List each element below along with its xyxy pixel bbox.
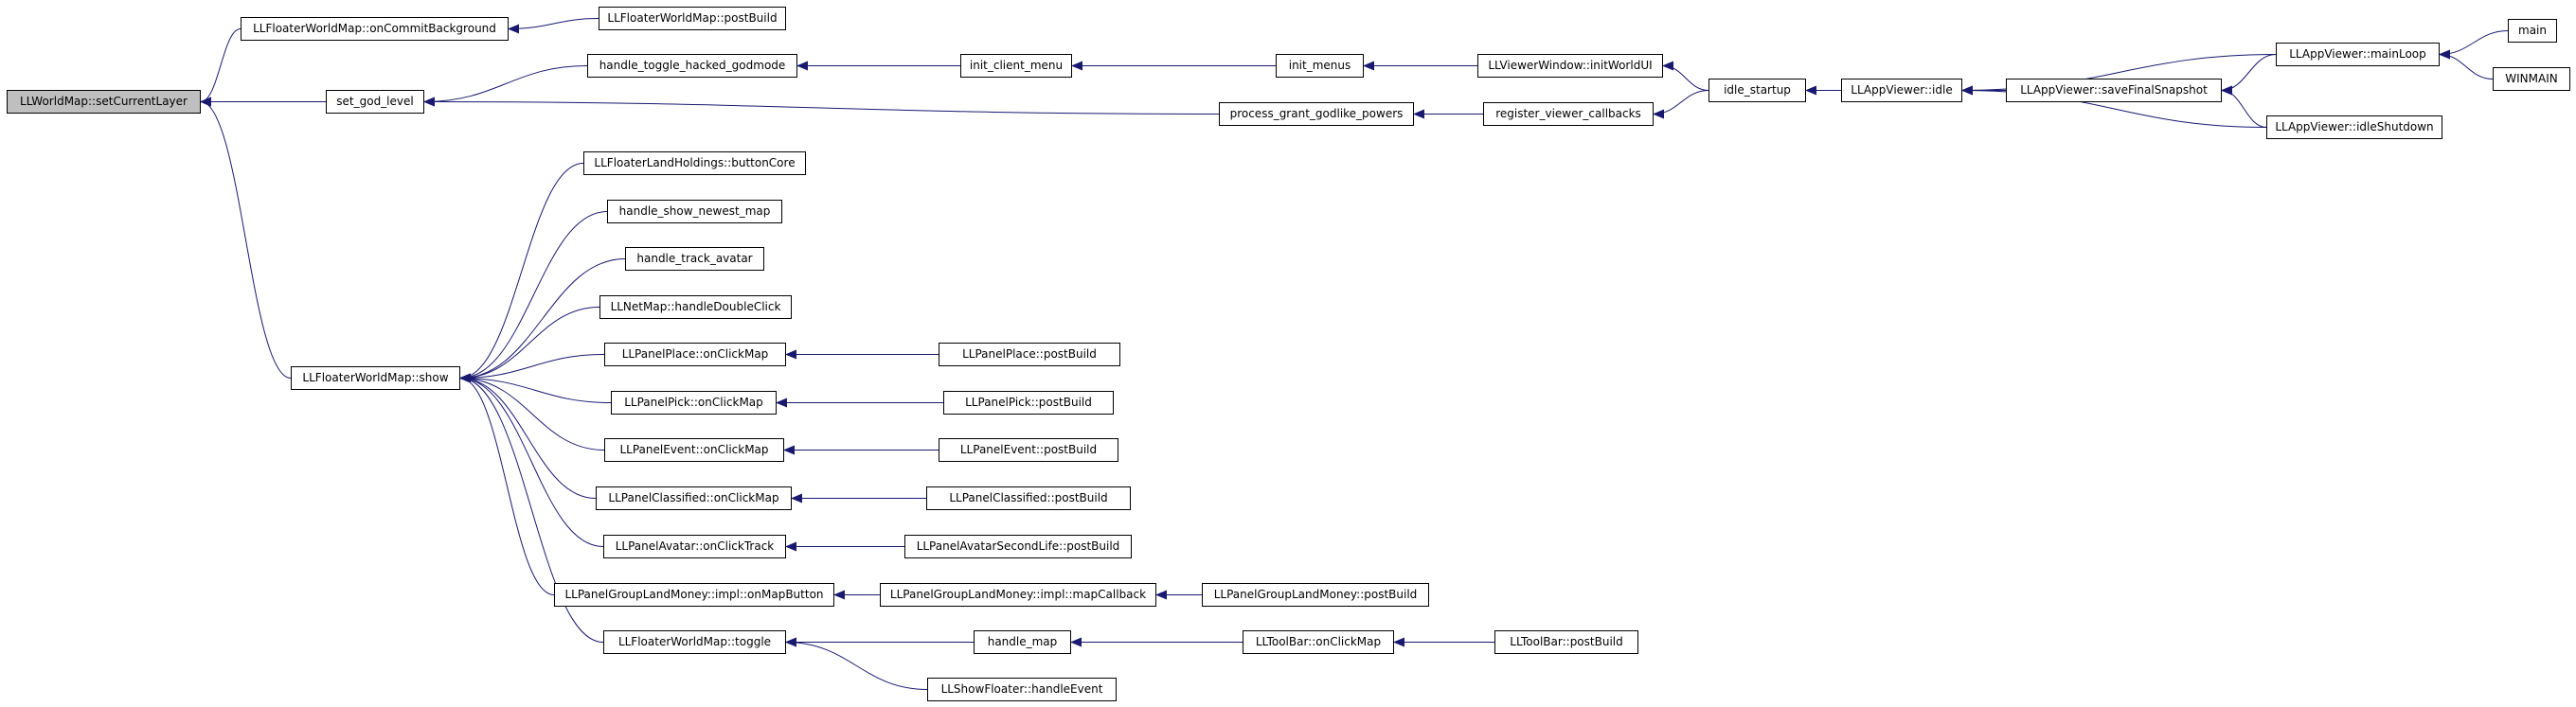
node-onCommitBackground[interactable]: LLFloaterWorldMap::onCommitBackground (241, 17, 509, 41)
node-netmap[interactable]: LLNetMap::handleDoubleClick (599, 295, 792, 319)
node-fwmPostBuild[interactable]: LLFloaterWorldMap::postBuild (599, 7, 786, 30)
edge-pickClick-to-fwmShow (459, 373, 612, 403)
node-avatarTrack[interactable]: LLPanelAvatar::onClickTrack (603, 535, 786, 558)
node-placeClick[interactable]: LLPanelPlace::onClickMap (604, 343, 786, 366)
node-set_god_level[interactable]: set_god_level (326, 90, 424, 114)
node-register_cb[interactable]: register_viewer_callbacks (1483, 102, 1654, 126)
node-initWorldUI[interactable]: LLViewerWindow::initWorldUI (1477, 54, 1663, 78)
node-showFloater[interactable]: LLShowFloater::handleEvent (927, 678, 1117, 701)
node-saveFinalSnapshot[interactable]: LLAppViewer::saveFinalSnapshot (2006, 79, 2222, 102)
node-newest_map[interactable]: handle_show_newest_map (607, 200, 782, 223)
node-WINMAIN[interactable]: WINMAIN (2493, 67, 2570, 91)
edge-WINMAIN-to-mainLoop (2439, 49, 2494, 80)
node-idle_startup[interactable]: idle_startup (1708, 79, 1806, 102)
edge-fwmShow-to-setCurrentLayer (200, 97, 292, 379)
node-init_client_menu[interactable]: init_client_menu (960, 54, 1072, 78)
node-buttonCore[interactable]: LLFloaterLandHoldings::buttonCore (583, 151, 806, 175)
node-init_menus[interactable]: init_menus (1276, 54, 1364, 78)
node-avatarPost[interactable]: LLPanelAvatarSecondLife::postBuild (904, 535, 1132, 558)
node-track_avatar[interactable]: handle_track_avatar (625, 247, 764, 271)
edge-showFloater-to-fwmToggle (785, 637, 928, 690)
node-placePost[interactable]: LLPanelPlace::postBuild (939, 343, 1120, 366)
node-process_grant[interactable]: process_grant_godlike_powers (1219, 102, 1414, 126)
edge-buttonCore-to-fwmShow (459, 163, 584, 383)
node-pickPost[interactable]: LLPanelPick::postBuild (943, 391, 1114, 415)
edge-eventClick-to-fwmShow (459, 373, 605, 451)
edge-handle_toggle-to-set_god_level (423, 65, 588, 107)
node-glmPost[interactable]: LLPanelGroupLandMoney::postBuild (1202, 583, 1429, 607)
node-eventClick[interactable]: LLPanelEvent::onClickMap (604, 438, 784, 462)
edge-avatarTrack-to-fwmShow (459, 373, 604, 547)
node-main[interactable]: main (2508, 19, 2557, 43)
edge-fwmPostBuild-to-onCommitBackground (508, 18, 599, 34)
edge-netmap-to-fwmShow (459, 307, 600, 383)
node-classPost[interactable]: LLPanelClassified::postBuild (926, 486, 1131, 510)
node-glmButton[interactable]: LLPanelGroupLandMoney::impl::onMapButton (554, 583, 834, 607)
edge-placeClick-to-fwmShow (459, 354, 605, 383)
node-handle_toggle[interactable]: handle_toggle_hacked_godmode (587, 54, 797, 78)
node-classClick[interactable]: LLPanelClassified::onClickMap (596, 486, 792, 510)
node-toolbarPost[interactable]: LLToolBar::postBuild (1494, 630, 1638, 654)
node-idleShutdown[interactable]: LLAppViewer::idleShutdown (2266, 115, 2442, 139)
edge-mainLoop-to-saveFinalSnapshot (2221, 54, 2277, 96)
edge-classClick-to-fwmShow (459, 373, 597, 499)
edge-main-to-mainLoop (2439, 30, 2509, 60)
node-fwmShow[interactable]: LLFloaterWorldMap::show (291, 366, 460, 390)
edge-idle_startup-to-initWorldUI (1662, 61, 1709, 91)
node-toolbarClick[interactable]: LLToolBar::onClickMap (1243, 630, 1394, 654)
edge-track_avatar-to-fwmShow (459, 258, 626, 383)
node-eventPost[interactable]: LLPanelEvent::postBuild (939, 438, 1118, 462)
edge-newest_map-to-fwmShow (459, 211, 608, 383)
edge-glmButton-to-fwmShow (459, 373, 555, 595)
edge-onCommitBackground-to-setCurrentLayer (200, 28, 242, 107)
node-mainLoop[interactable]: LLAppViewer::mainLoop (2276, 43, 2440, 66)
edge-idle_startup-to-register_cb (1653, 90, 1709, 119)
node-glmCallback[interactable]: LLPanelGroupLandMoney::impl::mapCallback (880, 583, 1156, 607)
edge-process_grant-to-set_god_level (423, 97, 1220, 115)
edge-fwmToggle-to-fwmShow (459, 373, 604, 643)
node-handle_map[interactable]: handle_map (974, 630, 1071, 654)
edge-idleShutdown-to-saveFinalSnapshot (2221, 85, 2267, 128)
node-setCurrentLayer[interactable]: LLWorldMap::setCurrentLayer (7, 90, 201, 114)
node-pickClick[interactable]: LLPanelPick::onClickMap (611, 391, 777, 415)
node-fwmToggle[interactable]: LLFloaterWorldMap::toggle (603, 630, 786, 654)
node-idle[interactable]: LLAppViewer::idle (1841, 79, 1962, 102)
